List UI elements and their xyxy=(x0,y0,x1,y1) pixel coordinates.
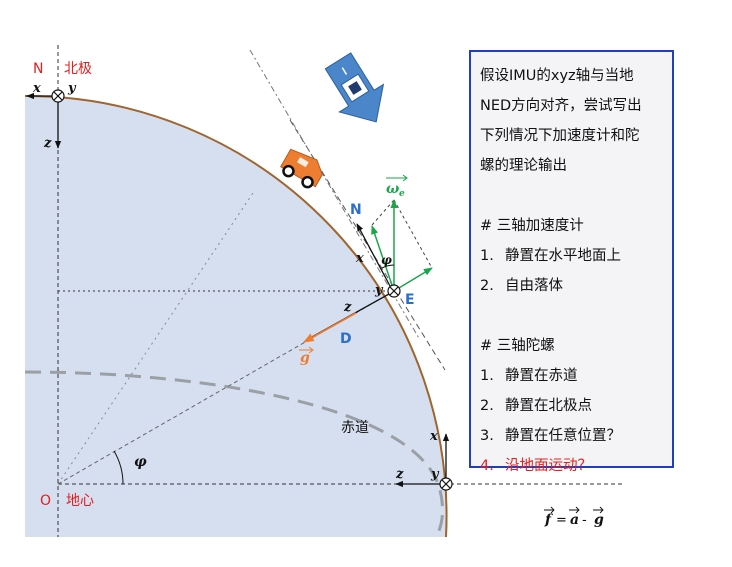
intro-line-3: 下列情况下加速度计和陀 xyxy=(480,128,640,144)
equator-frame-x-label: x xyxy=(429,429,438,444)
formula: f = a - g xyxy=(544,506,604,528)
north-frame-z-label: z xyxy=(43,136,52,151)
earth-center-label: 地心 xyxy=(66,493,94,509)
equator-frame-z-label: z xyxy=(395,467,404,482)
list-item: 3.静置在任意位置？ xyxy=(480,428,621,444)
svg-text:e: e xyxy=(399,189,405,199)
omega-north-component xyxy=(371,225,395,292)
equator-line xyxy=(25,370,444,538)
list-item: 2.静置在北极点 xyxy=(480,398,592,414)
list-item-highlight: 4.沿地面运动？ xyxy=(480,458,592,474)
car-icon xyxy=(279,148,323,189)
svg-text:f: f xyxy=(544,512,554,528)
svg-text:=: = xyxy=(556,513,567,528)
omega-e-label: ω e xyxy=(386,174,408,199)
svg-text:ω: ω xyxy=(386,181,400,197)
north-label: N xyxy=(33,61,43,77)
north-frame-x-label: x xyxy=(32,81,41,96)
north-pole-label: 北极 xyxy=(64,61,92,77)
equator-label: 赤道 xyxy=(341,420,369,436)
mid-radius-line xyxy=(57,189,256,485)
question-panel: 假设IMU的xyz轴与当地 NED方向对齐，尝试写出 下列情况下加速度计和陀 螺… xyxy=(469,50,674,474)
ned-down-label: D xyxy=(340,331,352,347)
list-item: 1.静置在赤道 xyxy=(480,368,578,384)
omega-projection-1 xyxy=(393,199,433,269)
phi-arc-local xyxy=(381,264,395,269)
svg-text:g: g xyxy=(594,512,604,528)
ned-x-label: x xyxy=(355,251,364,266)
earth-outline xyxy=(24,94,448,538)
phi-arc-center xyxy=(113,450,124,485)
ned-east-label: E xyxy=(405,292,415,308)
list-item: 1.静置在水平地面上 xyxy=(480,248,621,264)
list-item: 2.自由落体 xyxy=(480,278,563,294)
accel-heading: # 三轴加速度计 xyxy=(480,218,584,234)
intro-line-4: 螺的理论输出 xyxy=(480,158,567,174)
intro-line-2: NED方向对齐，尝试写出 xyxy=(480,98,642,114)
spacer xyxy=(480,181,672,211)
origin-label: O xyxy=(40,493,51,509)
phi-label-local: φ xyxy=(381,253,392,267)
svg-text:g: g xyxy=(300,350,310,366)
equator-frame-y-label: y xyxy=(430,467,440,482)
omega-projection-2 xyxy=(371,199,395,226)
gravity-label: g xyxy=(299,346,314,366)
ned-north-label: N xyxy=(350,202,362,218)
tangent-line xyxy=(289,119,446,371)
svg-text:-: - xyxy=(582,513,587,528)
ned-z-label: z xyxy=(343,300,352,315)
gravity-vector xyxy=(303,312,357,343)
satellite-icon xyxy=(324,52,385,123)
gyro-heading: # 三轴陀螺 xyxy=(480,338,555,354)
omega-down-component xyxy=(393,267,433,292)
north-frame-y-label: y xyxy=(67,81,77,96)
cross-circle-icon xyxy=(387,284,401,298)
cross-circle-icon xyxy=(439,477,453,491)
intro-line-1: 假设IMU的xyz轴与当地 xyxy=(480,68,634,84)
phi-label-center: φ xyxy=(134,454,147,470)
cross-circle-icon xyxy=(51,89,65,103)
svg-text:a: a xyxy=(570,512,579,528)
ned-y-label: y xyxy=(374,283,384,298)
earth-quarter xyxy=(25,95,447,538)
ned-x-axis xyxy=(356,223,391,287)
spacer xyxy=(480,301,672,331)
